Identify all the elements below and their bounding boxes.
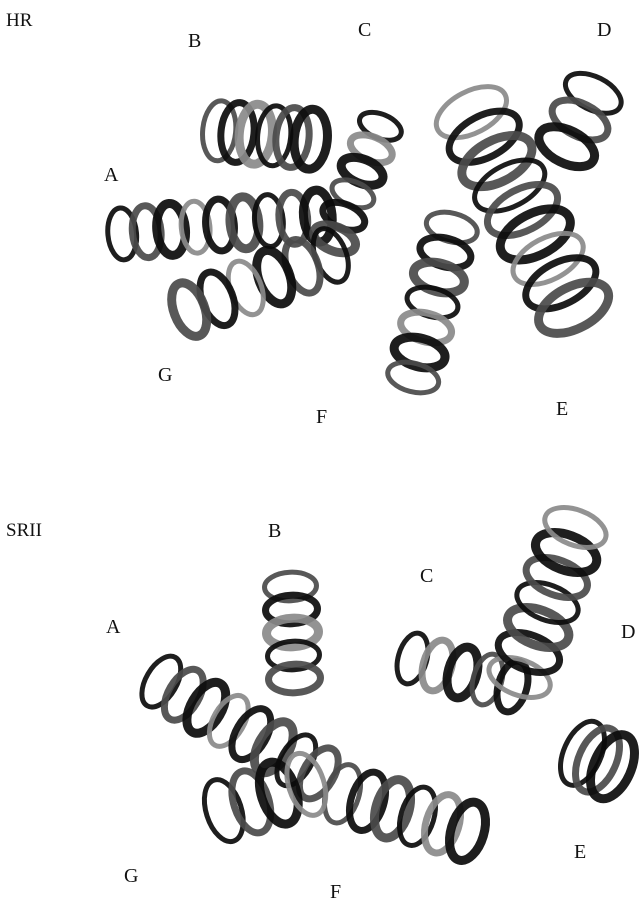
helix-label-srii-e: E [574, 841, 586, 863]
helix-turn [252, 757, 305, 829]
helix-ribbon [106, 189, 335, 261]
helix-turn [559, 65, 627, 121]
helix-turn [225, 766, 278, 838]
helix-turn [343, 768, 392, 835]
helix-turn [393, 783, 442, 850]
panel-title-srii: SRII [6, 520, 42, 541]
helix-turn [310, 219, 360, 258]
helix-turn [197, 775, 250, 847]
helix-turn [368, 775, 417, 842]
helix-turn [502, 600, 574, 655]
helix-turn [511, 575, 583, 630]
helix-ribbon [392, 630, 534, 716]
helix-label-srii-c: C [420, 565, 433, 587]
helix-turn [539, 500, 611, 555]
helix-turn [179, 676, 234, 740]
helix-ribbon [384, 207, 480, 398]
helix-ribbon [264, 571, 321, 694]
helix-label-hr-b: B [188, 30, 201, 52]
helix-ribbon [134, 650, 346, 806]
helix-label-hr-e: E [556, 398, 568, 420]
helix-ribbon [200, 99, 330, 170]
helix-ribbons-hr [106, 65, 628, 398]
helix-turn [521, 550, 593, 605]
helix-label-srii-a: A [106, 616, 121, 638]
helix-turn [530, 525, 602, 580]
helix-label-hr-d: D [597, 19, 611, 41]
helix-label-hr-a: A [104, 164, 119, 186]
helix-turn [165, 278, 214, 341]
helix-label-srii-b: B [268, 520, 281, 542]
helix-ribbon [318, 760, 492, 864]
helix-label-hr-f: F [316, 406, 327, 428]
helix-turn [443, 798, 492, 865]
panel-srii: SRII A B C D E F G [6, 500, 643, 903]
helix-label-srii-g: G [124, 865, 138, 887]
panel-hr: HR A B C D E F G [6, 10, 628, 428]
helix-ribbon [552, 715, 643, 806]
panel-title-hr: HR [6, 10, 33, 31]
helix-label-srii-f: F [330, 881, 341, 903]
helix-label-srii-d: D [621, 621, 635, 643]
helix-turn [418, 790, 467, 857]
helix-ribbons-srii [134, 500, 643, 865]
helix-ribbon [532, 65, 627, 175]
helix-label-hr-g: G [158, 364, 172, 386]
helix-label-hr-c: C [358, 19, 371, 41]
helix-turn [246, 715, 301, 779]
